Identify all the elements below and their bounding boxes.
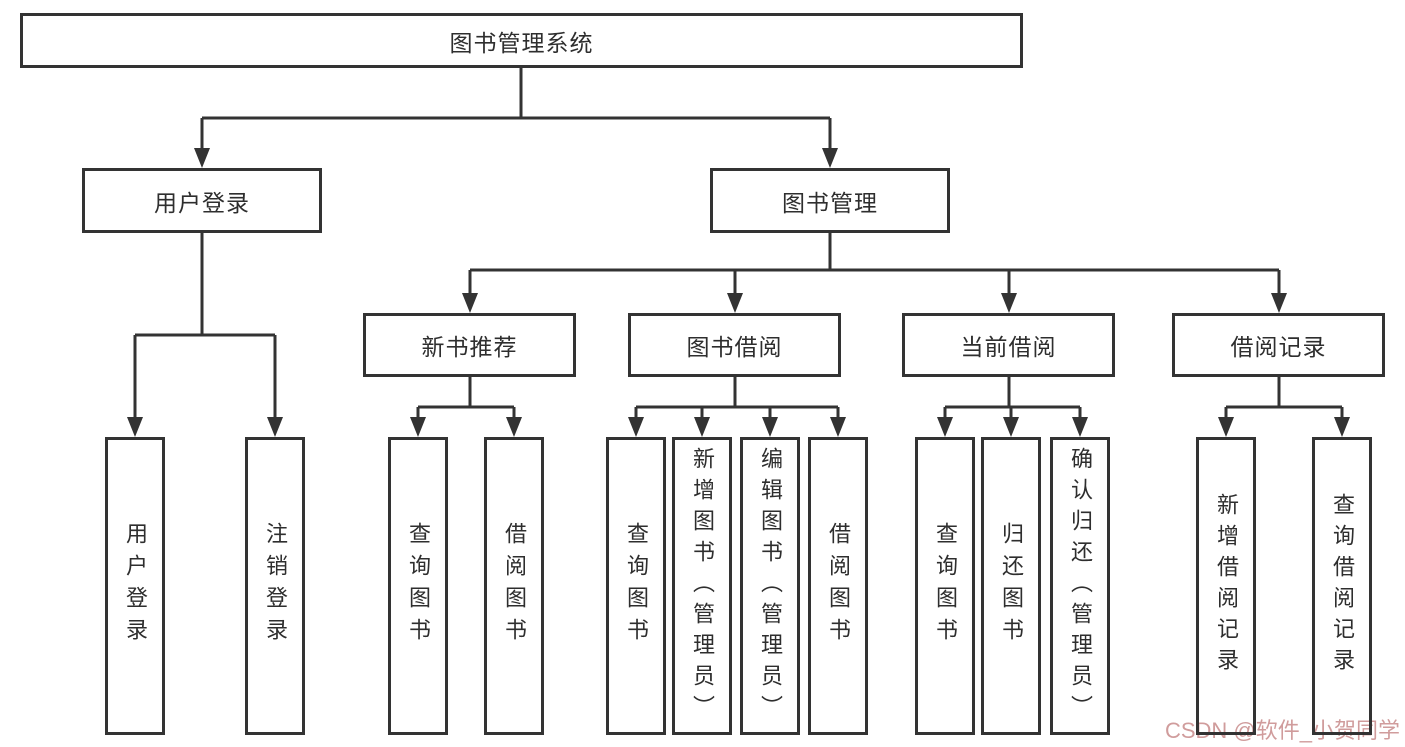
node-label: 新书推荐 — [421, 334, 518, 360]
node-book-management-system: 图书管理系统 — [20, 13, 1023, 68]
node-label: 用户登录 — [154, 189, 250, 216]
leaf-borrow-books-recommend: 借阅图书 — [484, 437, 544, 735]
leaf-query-books-borrow: 查询图书 — [606, 437, 666, 735]
leaf-label: 借阅图书 — [826, 522, 851, 650]
leaf-label: 编辑图书（管理员） — [758, 446, 783, 726]
leaf-query-books-recommend: 查询图书 — [388, 437, 448, 735]
leaf-label: 查询图书 — [406, 522, 431, 650]
leaf-label: 确认归还（管理员） — [1068, 446, 1093, 726]
leaf-label: 借阅图书 — [502, 522, 527, 650]
watermark: CSDN @软件_小贺同学 — [1164, 718, 1400, 743]
node-label: 图书借阅 — [686, 334, 783, 360]
node-label: 借阅记录 — [1230, 334, 1327, 360]
leaf-add-books-admin: 新增图书（管理员） — [672, 437, 732, 735]
leaf-logout: 注销登录 — [245, 437, 305, 735]
leaf-label: 查询图书 — [624, 522, 649, 650]
node-user-login: 用户登录 — [82, 168, 322, 233]
node-borrowing-records: 借阅记录 — [1172, 313, 1385, 377]
leaf-add-borrow-record: 新增借阅记录 — [1196, 437, 1256, 735]
leaf-user-login: 用户登录 — [105, 437, 165, 735]
leaf-label: 注销登录 — [263, 522, 288, 650]
leaf-label: 新增图书（管理员） — [690, 446, 715, 726]
leaf-label: 查询图书 — [933, 522, 958, 650]
leaf-label: 新增借阅记录 — [1214, 493, 1239, 679]
leaf-borrow-books: 借阅图书 — [808, 437, 868, 735]
leaf-query-books-current: 查询图书 — [915, 437, 975, 735]
node-book-borrowing: 图书借阅 — [628, 313, 841, 377]
node-new-book-recommendation: 新书推荐 — [363, 313, 576, 377]
leaf-edit-books-admin: 编辑图书（管理员） — [740, 437, 800, 735]
node-label: 图书管理 — [782, 189, 878, 216]
node-book-management: 图书管理 — [710, 168, 950, 233]
leaf-label: 归还图书 — [999, 522, 1024, 650]
leaf-confirm-return-admin: 确认归还（管理员） — [1050, 437, 1110, 735]
node-label: 图书管理系统 — [449, 29, 594, 56]
node-label: 当前借阅 — [960, 334, 1057, 360]
leaf-return-books: 归还图书 — [981, 437, 1041, 735]
leaf-query-borrow-record: 查询借阅记录 — [1312, 437, 1372, 735]
leaf-label: 查询借阅记录 — [1330, 493, 1355, 679]
node-current-borrowing: 当前借阅 — [902, 313, 1115, 377]
leaf-label: 用户登录 — [123, 522, 148, 650]
